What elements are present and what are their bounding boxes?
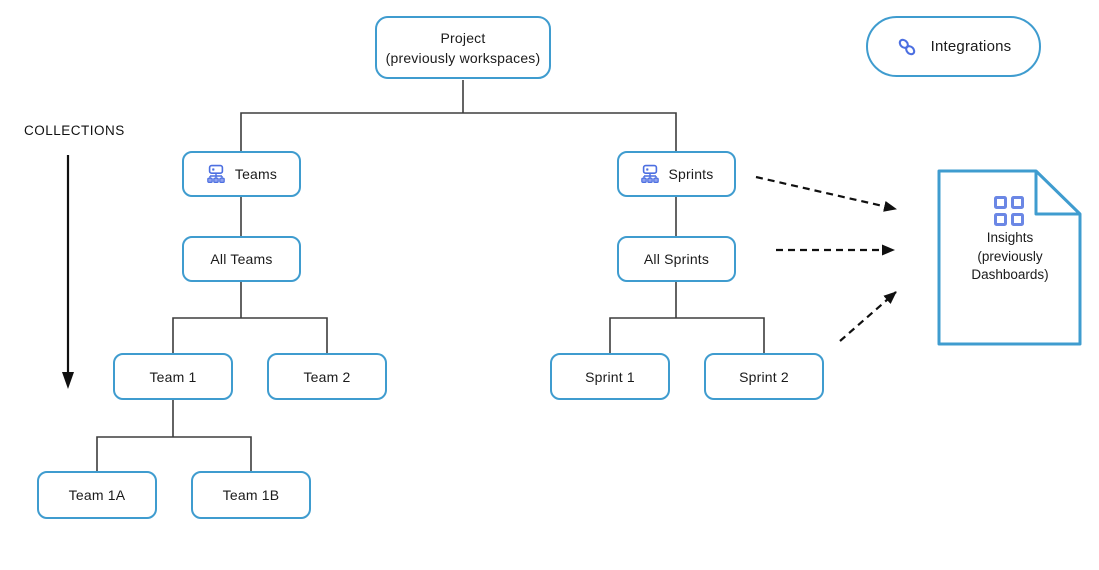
folded-corner	[1034, 171, 1080, 216]
node-team-2-label: Team 2	[303, 368, 351, 385]
tree-connectors	[96, 80, 765, 471]
node-team-2: Team 2	[267, 353, 387, 400]
node-teams: Teams	[182, 151, 301, 197]
node-team-1b: Team 1B	[191, 471, 311, 519]
node-all-teams-label: All Teams	[210, 251, 273, 267]
node-all-teams: All Teams	[182, 236, 301, 282]
grid-icon	[994, 196, 1024, 226]
node-teams-label: Teams	[234, 166, 278, 182]
node-sprints: Sprints	[617, 151, 736, 197]
integrations-pill: Integrations	[866, 16, 1041, 77]
node-team-1a: Team 1A	[37, 471, 157, 519]
collections-label: COLLECTIONS	[24, 123, 125, 138]
node-all-sprints-label: All Sprints	[643, 251, 710, 267]
node-project-line1: Project	[440, 29, 486, 46]
insights-line3: Dashboards)	[971, 267, 1049, 282]
arrow-sprints-to-insights	[755, 175, 897, 212]
node-sprints-label: Sprints	[668, 166, 714, 182]
insights-line2: (previously	[977, 248, 1043, 264]
node-sprint-1-label: Sprint 1	[585, 368, 635, 385]
node-team-1-label: Team 1	[149, 368, 197, 385]
node-project-line2: (previously workspaces)	[385, 49, 541, 66]
node-team-1: Team 1	[113, 353, 233, 400]
node-team-1a-label: Team 1A	[68, 487, 126, 503]
collections-arrow	[62, 155, 74, 389]
integrations-label: Integrations	[930, 38, 1012, 55]
node-all-sprints: All Sprints	[617, 236, 736, 282]
insights-line1: Insights	[986, 230, 1034, 245]
org-hierarchy-icon	[207, 164, 225, 183]
arrow-sprint2-to-insights	[839, 291, 897, 342]
link-icon	[898, 38, 915, 55]
node-sprint-1: Sprint 1	[550, 353, 670, 400]
node-project: Project (previously workspaces)	[375, 16, 551, 79]
node-sprint-2: Sprint 2	[704, 353, 824, 400]
org-hierarchy-icon	[640, 164, 659, 183]
node-team-1b-label: Team 1B	[222, 487, 280, 503]
insights-dashed-arrows	[755, 175, 897, 342]
insights-label: Insights (previously Dashboards)	[939, 229, 1081, 285]
node-sprint-2-label: Sprint 2	[739, 368, 789, 385]
insights-document-shape	[937, 169, 1082, 346]
